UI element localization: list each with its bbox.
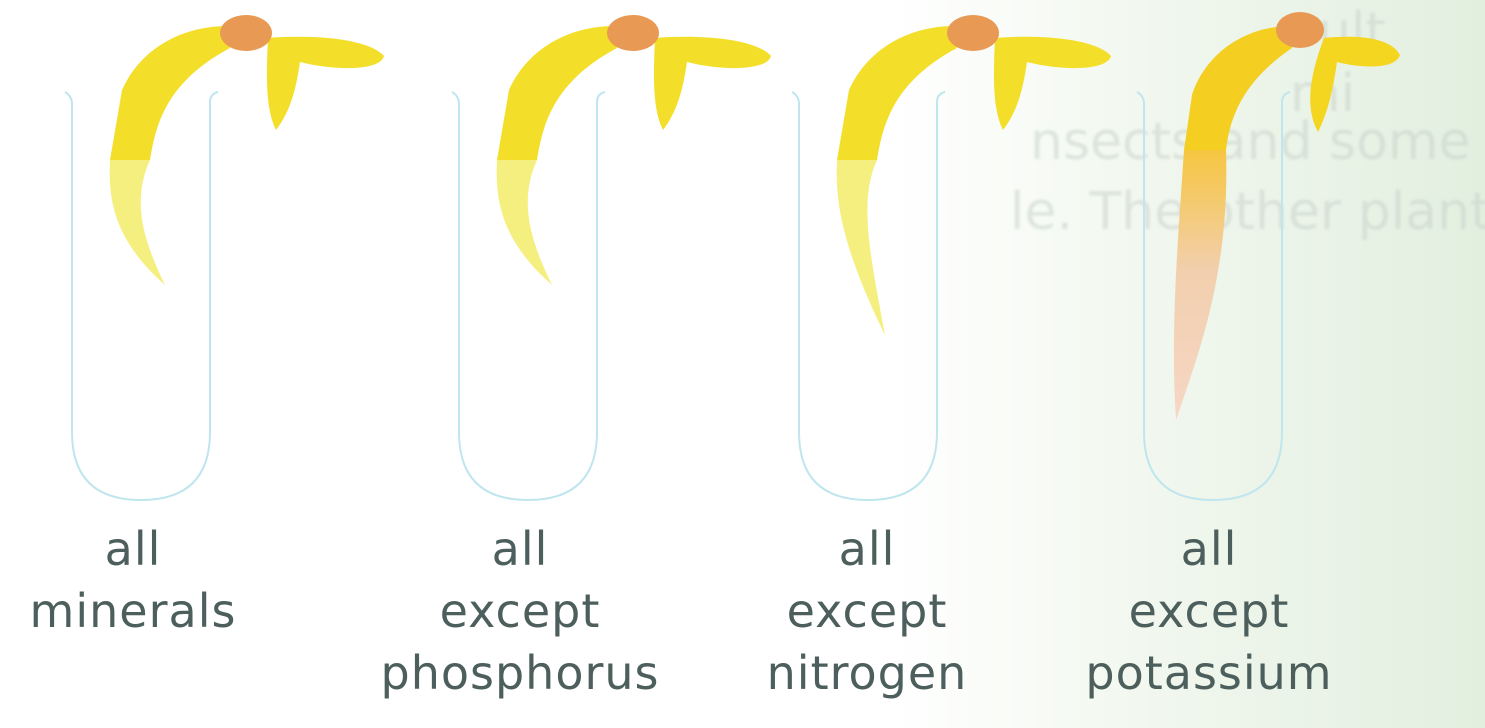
seedling-leaf [267,37,384,130]
tube-label-all-minerals: all minerals [0,518,313,642]
seedling-root [837,160,885,335]
seed [220,15,272,51]
test-tube-all-minerals [65,15,384,500]
label-line: potassium [1029,642,1389,704]
seedling-shoot [837,26,957,160]
tube-label-all-except-phosphorus: all except phosphorus [340,518,700,704]
label-line: minerals [0,580,313,642]
label-line: nitrogen [687,642,1047,704]
seed [1276,12,1324,48]
label-line: except [687,580,1047,642]
tube-label-all-except-potassium: all except potassium [1029,518,1389,704]
test-tube-all-except-nitrogen [792,15,1111,500]
tube-label-all-except-nitrogen: all except nitrogen [687,518,1047,704]
label-line: except [340,580,700,642]
seedling-root [110,160,165,285]
seedling [1174,12,1400,420]
test-tube-all-except-phosphorus [452,15,771,500]
label-line: all [340,518,700,580]
seedling-root [497,160,552,285]
label-line: except [1029,580,1389,642]
seed [607,15,659,51]
label-line: all [687,518,1047,580]
seedling-leaf [1310,37,1400,132]
seedling-leaf [994,37,1111,130]
label-line: all [0,518,313,580]
seedling-root [1174,150,1226,420]
seedling [837,15,1111,335]
seed [947,15,999,51]
seedling-leaf [654,37,771,130]
seedling [110,15,384,285]
seedling [497,15,771,285]
label-line: all [1029,518,1389,580]
seedling-shoot [497,26,617,160]
seedling-shoot [110,26,230,160]
label-line: phosphorus [340,642,700,704]
test-tube-all-except-potassium [1137,12,1400,500]
seedling-shoot [1184,26,1292,150]
